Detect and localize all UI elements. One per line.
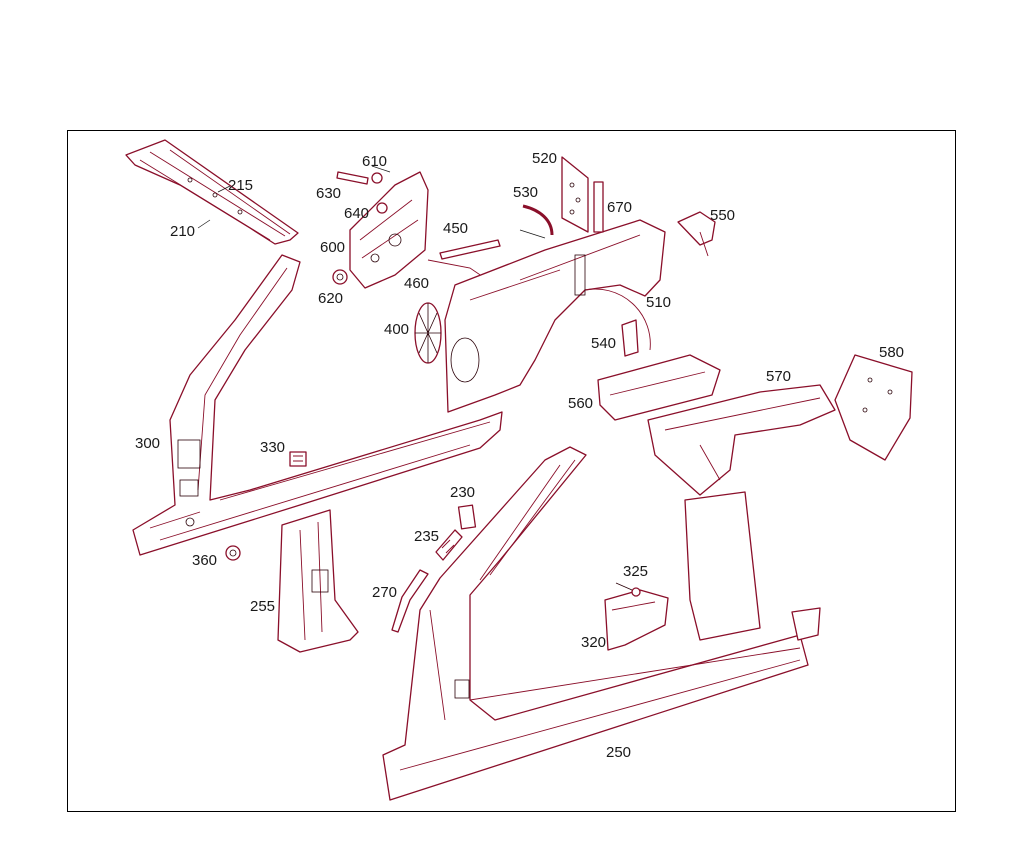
part-250-side-panel [382, 446, 821, 801]
callout-630: 630 [316, 185, 341, 202]
callout-640: 640 [344, 205, 369, 222]
callout-610: 610 [362, 153, 387, 170]
part-550-bracket [677, 211, 716, 246]
callout-360: 360 [192, 552, 217, 569]
callout-210: 210 [170, 223, 195, 240]
part-400-cover [414, 302, 442, 364]
callout-325: 325 [623, 563, 648, 580]
callout-400: 400 [384, 321, 409, 338]
part-600-610-bracket [349, 171, 429, 289]
part-530-hose [522, 204, 554, 236]
part-360-grommet [225, 545, 241, 561]
part-560-rail [597, 354, 721, 421]
part-570-rail [647, 384, 836, 496]
callout-270: 270 [372, 584, 397, 601]
leader-lines [197, 165, 546, 239]
callout-540: 540 [591, 335, 616, 352]
callout-215: 215 [228, 177, 253, 194]
part-210-215-roof-rail [125, 139, 299, 245]
part-230-bracket [457, 504, 477, 530]
callout-450: 450 [443, 220, 468, 237]
callout-600: 600 [320, 239, 345, 256]
callout-570: 570 [766, 368, 791, 385]
callout-580: 580 [879, 344, 904, 361]
callout-330: 330 [260, 439, 285, 456]
part-580-panel [834, 354, 913, 461]
callout-255: 255 [250, 598, 275, 615]
callout-520: 520 [532, 150, 557, 167]
part-540-bracket [621, 319, 639, 357]
part-640-washer [376, 202, 388, 214]
callout-235: 235 [414, 528, 439, 545]
callout-labels: 215 210 610 630 640 600 620 520 530 670 … [135, 150, 904, 761]
callout-560: 560 [568, 395, 593, 412]
callout-250: 250 [606, 744, 631, 761]
part-300-a-pillar-sill [132, 254, 503, 556]
part-670-strip [593, 181, 604, 233]
part-620-bolt [332, 269, 348, 285]
part-520-panel [561, 156, 589, 233]
callout-230: 230 [450, 484, 475, 501]
callout-620: 620 [318, 290, 343, 307]
callout-550: 550 [710, 207, 735, 224]
callout-510: 510 [646, 294, 671, 311]
part-450-rail [439, 239, 501, 260]
callout-300: 300 [135, 435, 160, 452]
part-255-b-pillar [277, 509, 359, 653]
part-270-seal [391, 569, 429, 633]
part-630-bolt [336, 171, 383, 185]
callout-320: 320 [581, 634, 606, 651]
callout-530: 530 [513, 184, 538, 201]
callout-670: 670 [607, 199, 632, 216]
diagram-frame [67, 130, 956, 812]
part-320-bracket [604, 589, 669, 651]
part-235-strip [435, 529, 463, 561]
callout-460: 460 [404, 275, 429, 292]
part-510-wheel-house [444, 219, 666, 413]
part-330-clip [289, 451, 307, 467]
part-325-bolt [615, 582, 641, 597]
